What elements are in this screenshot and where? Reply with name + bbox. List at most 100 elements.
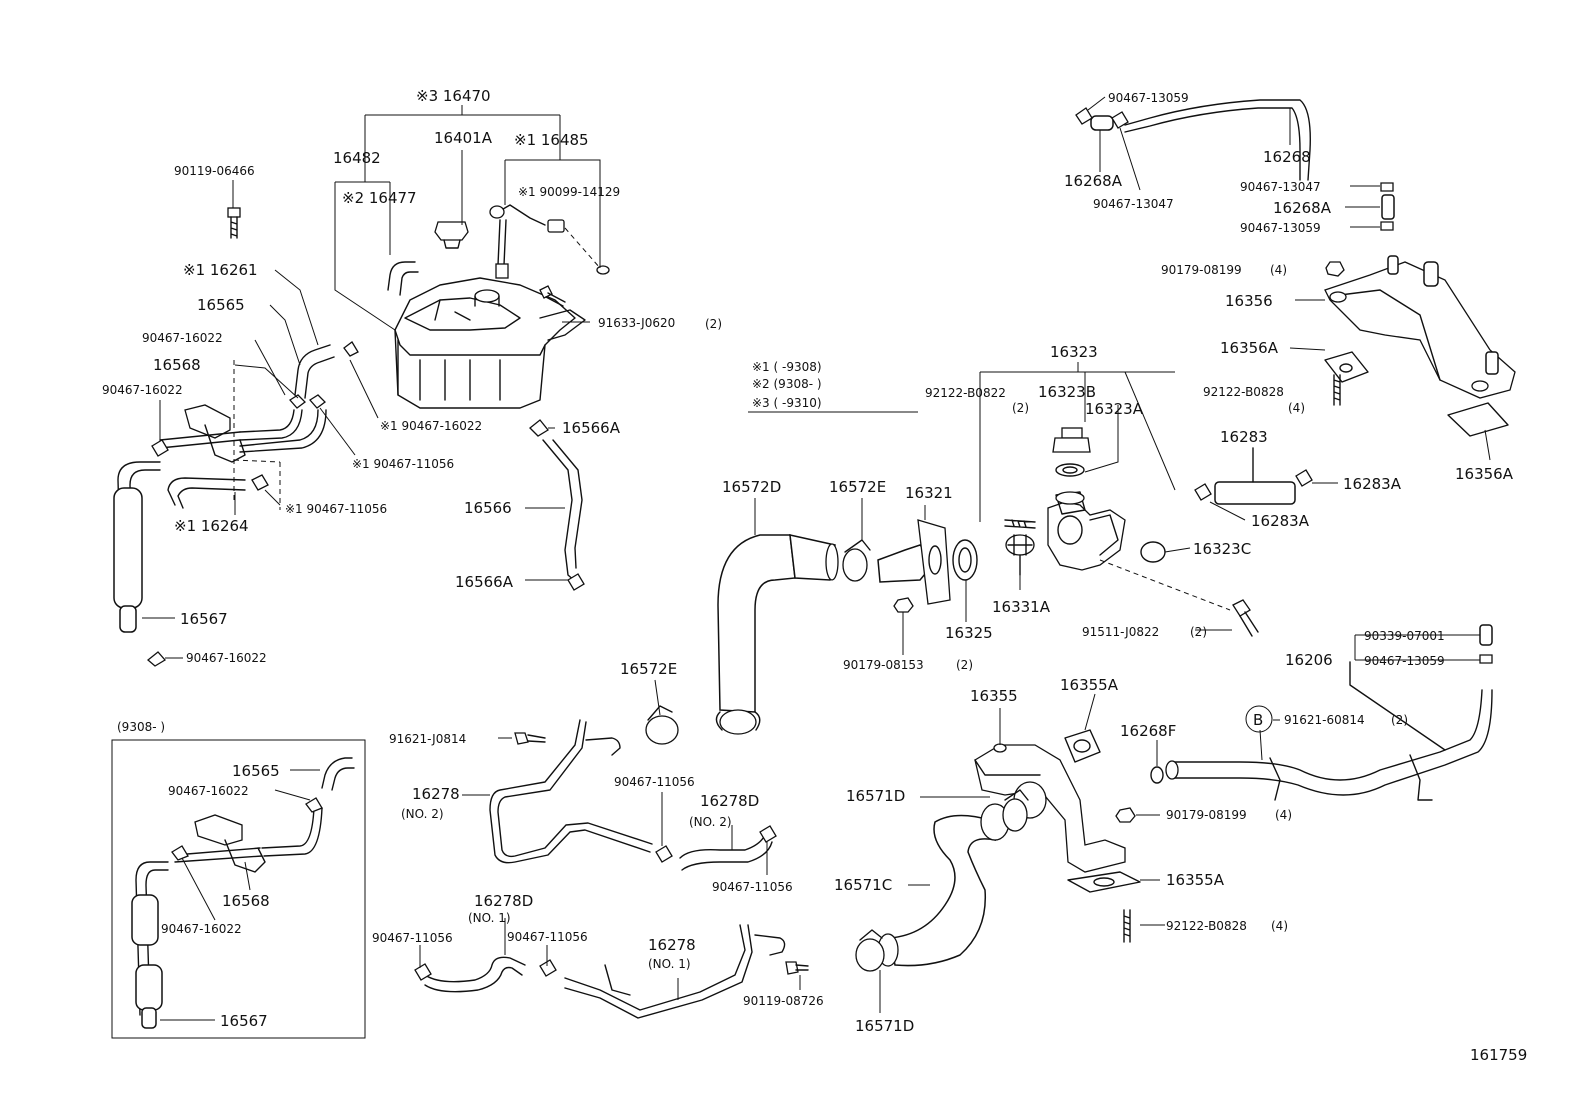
gasket-16323A bbox=[1055, 463, 1085, 477]
leader-line bbox=[1354, 634, 1480, 661]
bolt-icon bbox=[514, 732, 546, 745]
gasket-16355A bbox=[1064, 729, 1101, 763]
clamp-16572E bbox=[645, 705, 679, 745]
legend-line-1: ※1 ( -9308) bbox=[752, 360, 822, 374]
label-16355: 16355 bbox=[970, 687, 1018, 705]
label-16268F: 16268F bbox=[1120, 722, 1176, 740]
leader-line bbox=[1259, 719, 1280, 761]
label-16283A: 16283A bbox=[1251, 512, 1310, 530]
label-91511-J0822-qty: (2) bbox=[1190, 625, 1207, 639]
o-ring bbox=[596, 265, 610, 275]
label-90179-08153: 90179-08153 bbox=[843, 658, 924, 672]
gasket-16356A bbox=[1447, 402, 1509, 437]
label-90179-08199-qty: (4) bbox=[1270, 263, 1287, 277]
label-16567: 16567 bbox=[220, 1012, 268, 1030]
leader-line bbox=[264, 489, 281, 506]
label-92122-B0828-qty: (4) bbox=[1271, 919, 1288, 933]
label-16568: 16568 bbox=[153, 356, 201, 374]
label-16485: ※1 16485 bbox=[514, 131, 589, 149]
label-16264: ※1 16264 bbox=[174, 517, 249, 535]
label-16268A: 16268A bbox=[1273, 199, 1332, 217]
pipe-16268 bbox=[1090, 99, 1395, 220]
leader-line bbox=[349, 359, 379, 419]
leader-line bbox=[1209, 501, 1246, 521]
nut-icon bbox=[1325, 261, 1345, 277]
leader-line bbox=[979, 362, 1176, 522]
reservoir-cap bbox=[434, 221, 469, 249]
label-91511-J0822: 91511-J0822 bbox=[1082, 625, 1159, 639]
gasket-16325-hole bbox=[958, 547, 972, 573]
water-outlet-16356 bbox=[1324, 255, 1516, 399]
leader-line bbox=[319, 407, 356, 456]
label-16356A: 16356A bbox=[1220, 339, 1279, 357]
leader-line bbox=[244, 861, 251, 891]
inlet-pipe-16321 bbox=[877, 519, 951, 605]
clamp-16572E bbox=[842, 539, 871, 582]
leader-line bbox=[269, 304, 301, 366]
clamp-icon bbox=[655, 825, 777, 863]
label-92122-B0828: 92122-B0828 bbox=[1203, 385, 1284, 399]
label-90467-13059: 90467-13059 bbox=[1240, 221, 1321, 235]
inset-hose-16565 bbox=[321, 757, 355, 791]
o-ring-16268F bbox=[1150, 766, 1164, 784]
clamp-icon bbox=[1479, 654, 1493, 664]
label-no2: (NO. 2) bbox=[401, 807, 444, 821]
label-90179-08199: 90179-08199 bbox=[1166, 808, 1247, 822]
hose-16264 bbox=[167, 477, 246, 509]
label-90467-11056-s1: ※1 90467-11056 bbox=[352, 457, 454, 471]
label-16355A: 16355A bbox=[1166, 871, 1225, 889]
label-16571C: 16571C bbox=[834, 876, 892, 894]
label-91621-60814-qty: (2) bbox=[1391, 713, 1408, 727]
nut-icon bbox=[893, 597, 914, 613]
clamp-icon bbox=[1194, 469, 1313, 501]
dashed-guide-line bbox=[1099, 559, 1231, 611]
label-90179-08153-qty: (2) bbox=[956, 658, 973, 672]
clamp-icon bbox=[171, 797, 323, 861]
clamp-16571D bbox=[1002, 789, 1029, 832]
vacuum-valve-16568 bbox=[159, 404, 327, 463]
leader-line bbox=[334, 181, 396, 331]
reservoir-hose bbox=[387, 261, 419, 296]
label-90467-11056-s1: ※1 90467-11056 bbox=[285, 502, 387, 516]
label-90467-16022: 90467-16022 bbox=[102, 383, 183, 397]
nut-icon bbox=[1115, 807, 1136, 823]
gasket-16355A bbox=[1067, 871, 1141, 893]
label-16323A: 16323A bbox=[1085, 400, 1144, 418]
label-16283: 16283 bbox=[1220, 428, 1268, 446]
leader-line bbox=[364, 105, 561, 182]
leader-line bbox=[1084, 693, 1096, 731]
label-92122-B0822-qty: (2) bbox=[1012, 401, 1029, 415]
label-16323: 16323 bbox=[1050, 343, 1098, 361]
leader-line bbox=[234, 364, 299, 399]
label-16356: 16356 bbox=[1225, 292, 1273, 310]
hose-16278D-no2 bbox=[679, 834, 773, 871]
leader-line bbox=[274, 789, 311, 801]
label-no1: (NO. 1) bbox=[648, 957, 691, 971]
label-90467-13059: 90467-13059 bbox=[1108, 91, 1189, 105]
label-16566A: 16566A bbox=[562, 419, 621, 437]
label-16356A: 16356A bbox=[1455, 465, 1514, 483]
inset-valve-16568 bbox=[174, 807, 323, 873]
diagram-number: 161759 bbox=[1470, 1046, 1527, 1064]
label-90467-16022: 90467-16022 bbox=[168, 784, 249, 798]
clamp-icon bbox=[146, 341, 585, 667]
leader-line bbox=[1164, 547, 1191, 553]
clamp-icon bbox=[414, 959, 557, 981]
label-90467-13047: 90467-13047 bbox=[1093, 197, 1174, 211]
label-91621-60814: 91621-60814 bbox=[1284, 713, 1365, 727]
label-16278-no2: 16278 bbox=[412, 785, 460, 803]
label-no2: (NO. 2) bbox=[689, 815, 732, 829]
hose-16566 bbox=[542, 439, 583, 583]
stud-icon bbox=[1004, 519, 1036, 529]
labels: ※3 16470 16482 16401A ※1 16485 90119-064… bbox=[102, 87, 1527, 1064]
leader-line bbox=[1289, 347, 1326, 351]
leader-line bbox=[1119, 127, 1141, 191]
leader-line bbox=[1484, 429, 1491, 461]
label-16566: 16566 bbox=[464, 499, 512, 517]
label-16278-no1: 16278 bbox=[648, 936, 696, 954]
pipe-16278-no2 bbox=[489, 719, 653, 864]
gasket-16325 bbox=[952, 539, 978, 581]
label-16567: 16567 bbox=[180, 610, 228, 628]
label-90467-13059: 90467-13059 bbox=[1364, 654, 1445, 668]
